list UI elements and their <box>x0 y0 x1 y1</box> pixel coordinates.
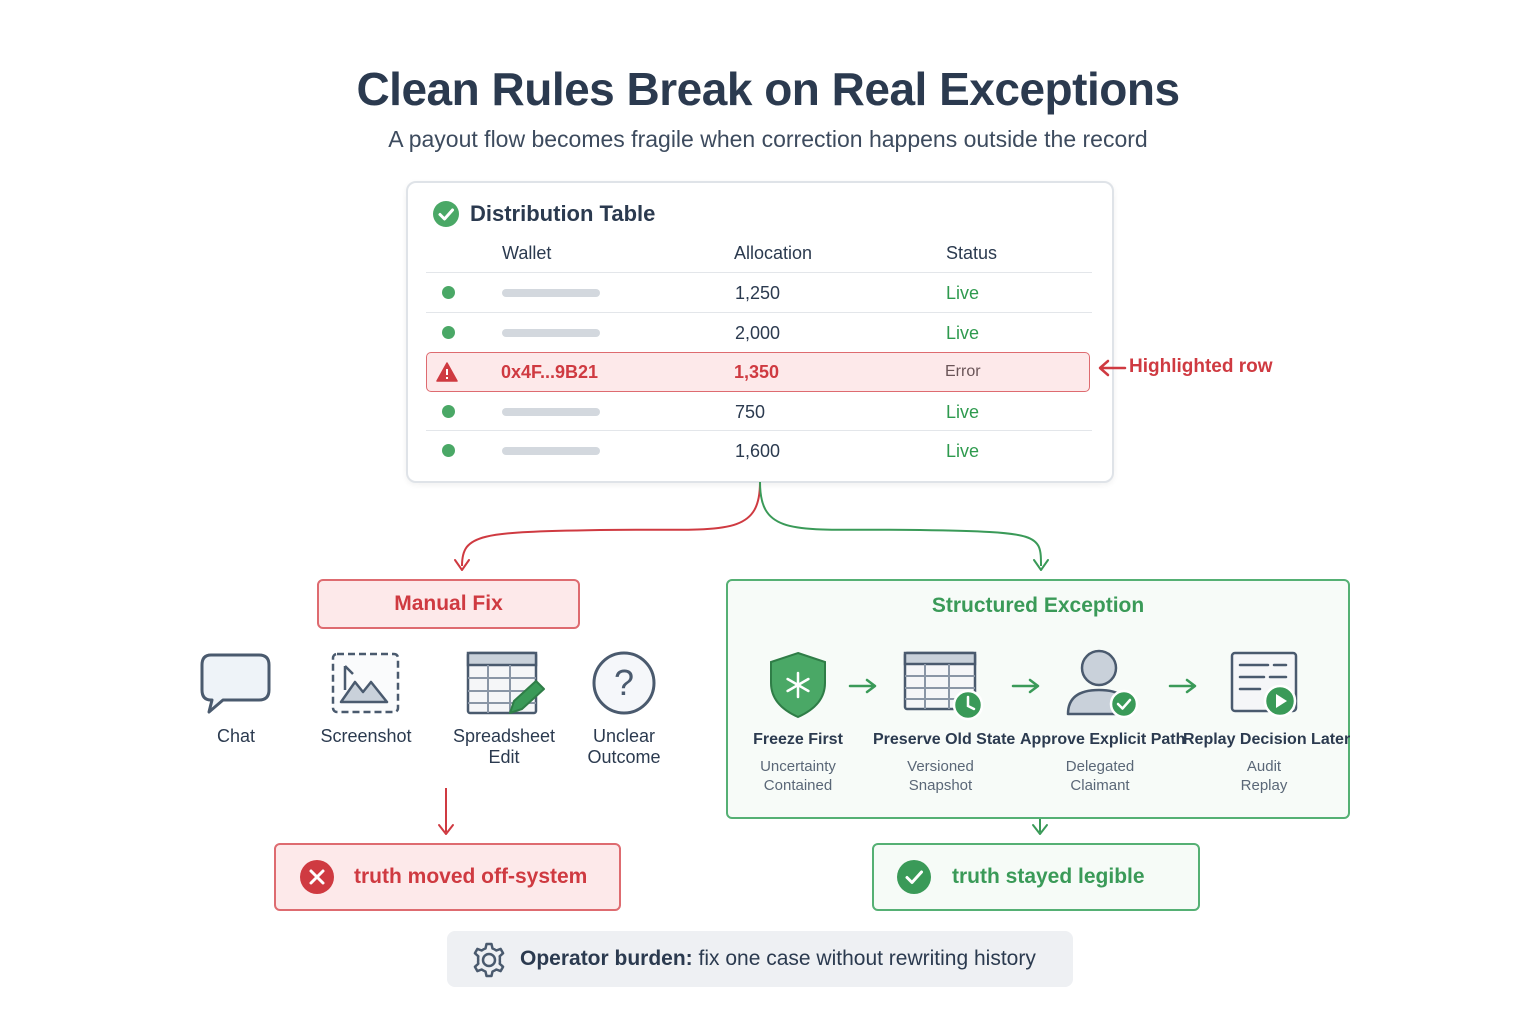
highlighted-row-label: Highlighted row <box>1129 356 1273 377</box>
allocation-value: 1,350 <box>734 362 780 382</box>
green-branch-connector <box>759 481 1042 567</box>
operator-burden-description: fix one case without rewriting history <box>698 947 1036 970</box>
step-subtitle-line2: Contained <box>763 777 833 794</box>
step-title: Approve Explicit Path <box>1020 731 1186 748</box>
column-header-status: Status <box>946 243 998 263</box>
manual-down-arrowhead <box>438 824 454 835</box>
red-branch-arrowhead <box>454 559 470 571</box>
structured-exception-title: Structured Exception <box>931 594 1145 617</box>
distribution-table-card: Distribution Table Wallet Allocation Sta… <box>406 181 1114 483</box>
step-title: Preserve Old State <box>873 731 1016 748</box>
good-outcome-text: truth stayed legible <box>952 865 1145 888</box>
success-check-icon <box>897 860 931 894</box>
warning-icon <box>436 362 458 382</box>
step-title: Replay Decision Later <box>1183 731 1351 748</box>
spreadsheet-edit-label-line1: Spreadsheet <box>452 726 556 746</box>
replay-doc-icon <box>1230 651 1298 718</box>
status-value: Live <box>946 441 980 461</box>
bad-outcome-text: truth moved off-system <box>354 865 588 888</box>
wallet-address: 0x4F...9B21 <box>501 362 599 382</box>
error-x-icon <box>300 860 334 894</box>
live-status-dot <box>442 444 455 457</box>
table-title: Distribution Table <box>470 201 656 226</box>
question-icon: ? <box>592 651 656 715</box>
row-divider <box>426 430 1092 431</box>
table-row[interactable]: 750 Live <box>408 392 1108 430</box>
wallet-placeholder-bar <box>502 447 600 455</box>
allocation-value: 2,000 <box>735 323 781 343</box>
structured-exception-box: Structured Exception Freeze First Uncert… <box>726 579 1350 819</box>
step-title: Freeze First <box>753 731 843 748</box>
wallet-placeholder-bar <box>502 289 600 297</box>
table-row[interactable]: 2,000 Live <box>408 313 1108 351</box>
structured-down-arrowhead <box>1032 824 1048 835</box>
operator-burden-text: Operator burden: fix one case without re… <box>520 947 1036 971</box>
screenshot-label: Screenshot <box>320 726 412 746</box>
manual-fix-box: Manual Fix <box>317 579 580 629</box>
step-subtitle: Audit Replay <box>1204 757 1324 795</box>
check-circle-icon <box>433 201 459 227</box>
live-status-dot <box>442 286 455 299</box>
operator-burden-label: Operator burden: <box>520 947 693 970</box>
spreadsheet-edit-label-line2: Edit <box>488 747 520 767</box>
step-subtitle-line1: Uncertainty <box>760 758 836 775</box>
allocation-value: 1,250 <box>735 283 781 303</box>
unclear-outcome-label-line1: Unclear <box>592 726 656 746</box>
allocation-value: 1,600 <box>735 441 781 461</box>
table-row-error[interactable]: 0x4F...9B21 1,350 Error <box>426 352 1090 392</box>
snapshot-clock-icon <box>903 651 984 721</box>
page-title: Clean Rules Break on Real Exceptions <box>356 63 1180 115</box>
operator-burden-banner: Operator burden: fix one case without re… <box>447 931 1073 987</box>
step-subtitle-line1: Delegated <box>1065 758 1135 775</box>
step-subtitle-line2: Claimant <box>1070 777 1130 794</box>
step-subtitle: Uncertainty Contained <box>738 757 858 795</box>
arrow-right-icon <box>1011 678 1040 694</box>
chat-label: Chat <box>216 726 256 746</box>
step-subtitle-line1: Versioned <box>907 758 974 775</box>
arrow-right-icon <box>848 678 877 694</box>
step-subtitle-line2: Replay <box>1240 777 1288 794</box>
svg-text:?: ? <box>614 662 634 703</box>
chat-icon <box>200 653 271 714</box>
live-status-dot <box>442 405 455 418</box>
status-value: Live <box>946 323 980 343</box>
green-branch-arrowhead <box>1033 559 1049 571</box>
unclear-outcome-label: Unclear Outcome <box>564 726 684 768</box>
bad-outcome-box: truth moved off-system <box>274 843 621 911</box>
step-subtitle: Versioned Snapshot <box>878 757 1003 795</box>
unclear-outcome-label-line2: Outcome <box>587 747 661 767</box>
table-row[interactable]: 1,250 Live <box>408 273 1108 312</box>
column-header-allocation: Allocation <box>734 243 813 263</box>
gear-icon <box>473 942 505 978</box>
freeze-shield-icon <box>770 651 826 719</box>
row-divider <box>426 312 1092 313</box>
live-status-dot <box>442 326 455 339</box>
screenshot-icon <box>331 652 400 714</box>
step-subtitle: Delegated Claimant <box>1040 757 1160 795</box>
wallet-placeholder-bar <box>502 329 600 337</box>
status-value: Live <box>946 402 980 422</box>
table-row[interactable]: 1,600 Live <box>408 431 1108 469</box>
user-check-icon <box>1066 649 1139 719</box>
step-subtitle-line2: Snapshot <box>908 777 973 794</box>
column-header-wallet: Wallet <box>502 243 552 263</box>
arrow-left-icon <box>1098 359 1127 377</box>
status-value: Error <box>945 363 981 380</box>
spreadsheet-edit-icon <box>466 651 545 715</box>
row-divider <box>426 272 1092 273</box>
step-subtitle-line1: Audit <box>1246 758 1282 775</box>
status-value: Live <box>946 283 980 303</box>
good-outcome-box: truth stayed legible <box>872 843 1200 911</box>
page-subtitle: A payout flow becomes fragile when corre… <box>388 126 1148 152</box>
arrow-right-icon <box>1168 678 1197 694</box>
spreadsheet-edit-label: Spreadsheet Edit <box>440 726 568 768</box>
wallet-placeholder-bar <box>502 408 600 416</box>
allocation-value: 750 <box>735 402 766 422</box>
red-branch-connector <box>461 481 761 567</box>
